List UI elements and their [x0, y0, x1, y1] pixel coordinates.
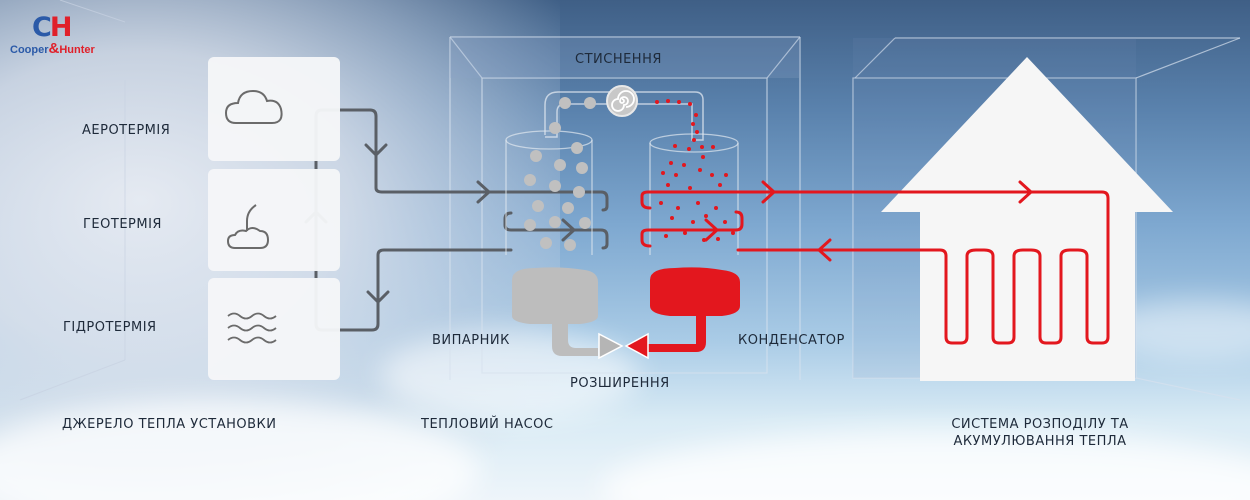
source-card-air: [208, 57, 340, 161]
compressor-icon: [606, 85, 638, 117]
center-cube-outline: [449, 36, 801, 380]
label-geothermal: ГЕОТЕРМІЯ: [83, 217, 162, 232]
condenser-particles: [655, 99, 735, 242]
label-aerothermal: АЕРОТЕРМІЯ: [82, 123, 171, 138]
evaporator-tank: [505, 130, 593, 255]
cooper-hunter-logo: CH Cooper&Hunter: [10, 14, 120, 58]
evaporator-liquid: [512, 267, 598, 356]
condenser-liquid: [648, 267, 740, 352]
cloud-icon: [224, 89, 283, 124]
underfloor-heating-coil: [738, 190, 1110, 345]
cloud-center: [380, 330, 640, 420]
evaporator-particles: [524, 97, 596, 251]
house-shape: [881, 57, 1173, 381]
distribution-title-line1: СИСТЕМА РОЗПОДІЛУ ТА: [951, 417, 1129, 432]
plant-icon: [226, 204, 270, 249]
heat-source-title: ДЖЕРЕЛО ТЕПЛА УСТАНОВКИ: [62, 417, 277, 432]
heat-pump-title: ТЕПЛОВИЙ НАСОС: [421, 417, 554, 432]
waves-icon: [227, 312, 277, 344]
label-expansion: РОЗШИРЕННЯ: [570, 376, 670, 391]
expansion-valve-icon: [598, 332, 649, 360]
label-compression: СТИСНЕННЯ: [575, 52, 662, 67]
logo-wordmark: Cooper&Hunter: [10, 40, 95, 57]
label-hydrothermal: ГІДРОТЕРМІЯ: [63, 320, 157, 335]
label-evaporator: ВИПАРНИК: [432, 333, 510, 348]
logo-initials: CH: [32, 12, 72, 43]
distribution-title-line2: АКУМУЛЮВАННЯ ТЕПЛА: [953, 434, 1127, 449]
source-card-water: [208, 278, 340, 380]
source-card-ground: [208, 169, 340, 271]
label-condenser: КОНДЕНСАТОР: [738, 333, 845, 348]
condenser-tank: [649, 133, 739, 255]
left-cube-outline: [19, 0, 126, 401]
